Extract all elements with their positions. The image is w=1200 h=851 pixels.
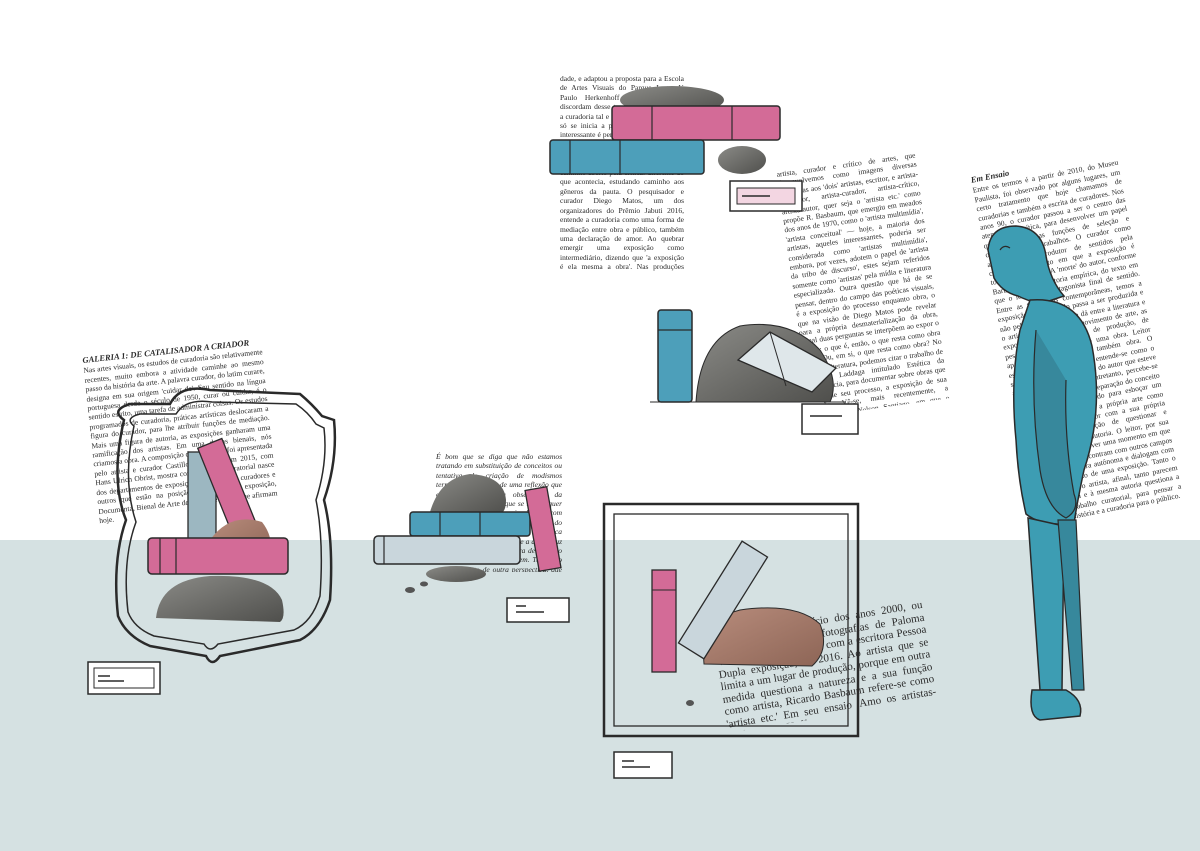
framed-artwork-left: [114, 387, 337, 664]
book-pink: [611, 105, 781, 141]
book-pink-lying: [147, 537, 289, 575]
shoes: [1030, 689, 1082, 721]
rect-frame: [602, 502, 860, 738]
rock: [156, 575, 284, 622]
book-upright-pink: [651, 569, 677, 673]
open-book: [736, 331, 838, 393]
book-blue: [409, 511, 531, 537]
rock: [718, 146, 766, 174]
ornate-frame: [114, 387, 337, 664]
framed-artwork-bottom: [602, 502, 860, 738]
book-leaning-gray: [677, 540, 769, 660]
installation-top-center: [549, 86, 781, 175]
rock: [430, 474, 506, 514]
book-gray: [373, 535, 521, 565]
label-plaque-left: [87, 661, 161, 695]
arm: [1033, 329, 1077, 519]
installation-right-middle: [650, 309, 846, 403]
label-plaque-right-middle: [801, 403, 859, 435]
label-plaque-top: [729, 180, 803, 212]
book-pink-leaning: [524, 485, 562, 573]
book-blue: [549, 139, 705, 175]
rock-small: [426, 566, 486, 582]
label-plaque-center: [506, 597, 570, 623]
installation-center: [373, 474, 562, 593]
head: [987, 225, 1066, 305]
standing-figure: [987, 225, 1098, 721]
book-standing-blue: [657, 309, 693, 403]
legs: [1027, 517, 1065, 691]
label-plaque-bottom: [613, 751, 673, 779]
